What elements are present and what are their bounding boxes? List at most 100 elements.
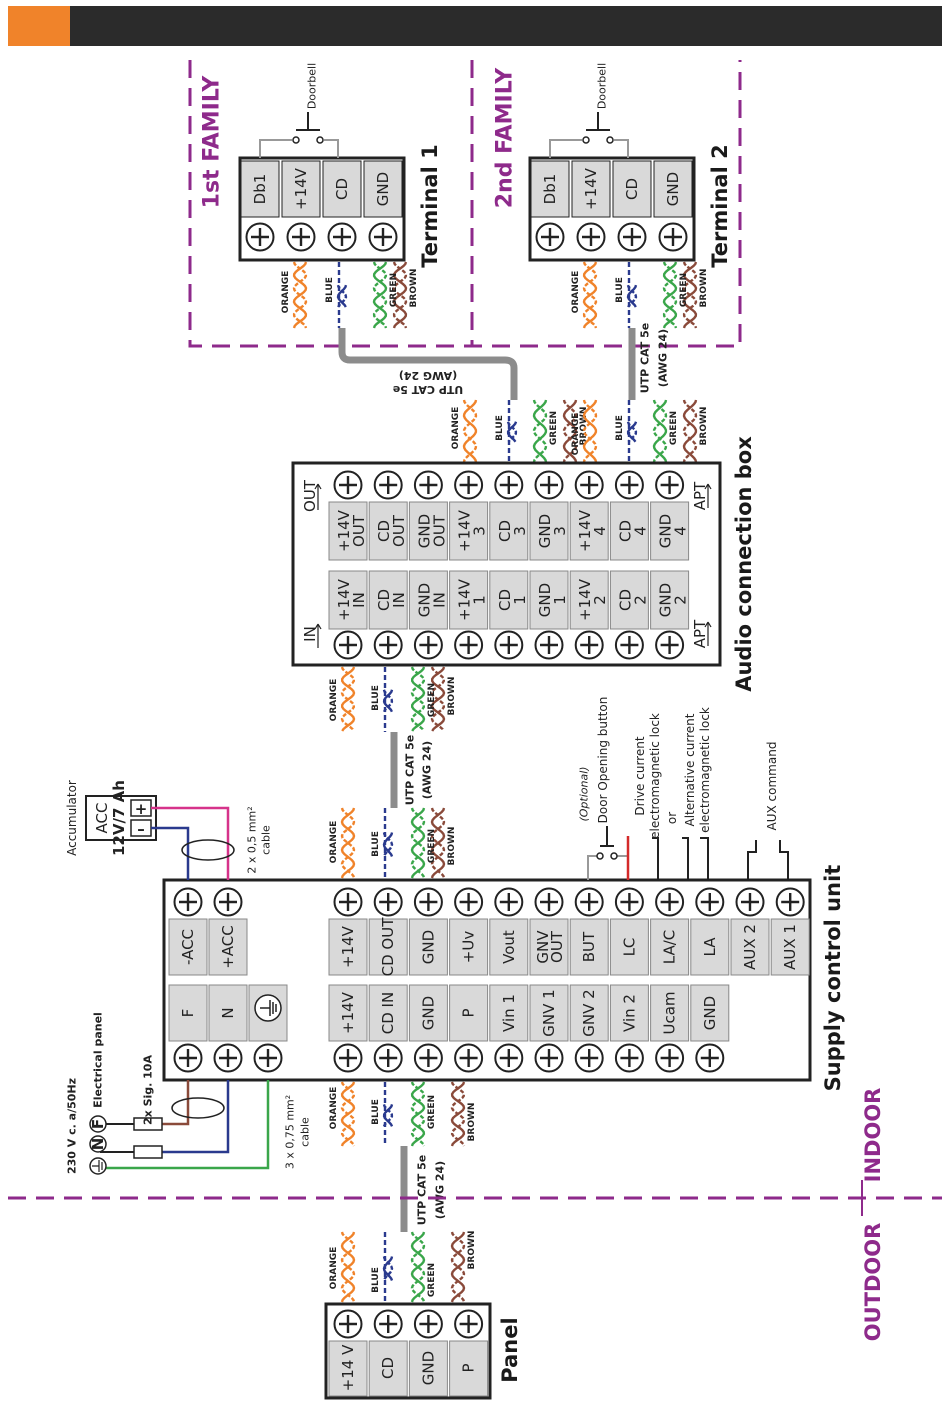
doorbell-wire — [259, 139, 339, 158]
supply-top-terminal — [529, 918, 569, 976]
wire-brown-b — [450, 1081, 466, 1147]
supply-top-label: +Uv — [460, 931, 478, 964]
wire-brown-a — [430, 807, 446, 879]
supply-bottom-terminal — [569, 984, 609, 1042]
cable-awg-bottom: (AWG 24) — [434, 1161, 447, 1219]
wire-green-b — [652, 399, 668, 463]
wire-label-orange: ORANGE — [329, 679, 339, 722]
supply-top-terminal — [609, 918, 649, 976]
audio-top-label-2: 3 — [551, 526, 569, 536]
audio-top-label-1: CD — [496, 520, 514, 542]
wire-label-green: GREEN — [549, 411, 559, 445]
supply-top-terminal — [770, 918, 810, 976]
wire-blue-b — [506, 421, 518, 443]
electrical-panel-label: Electrical panel — [92, 1012, 105, 1108]
supply-acc-terminal — [168, 918, 208, 976]
doorbell-contact — [582, 136, 590, 144]
supply-top-label: LA/C — [661, 930, 679, 965]
earth-symbol — [260, 1000, 277, 1016]
wire-brown-b — [450, 1231, 466, 1303]
wire-orange-b — [340, 1231, 356, 1303]
audio-top-label-1: CD — [375, 520, 393, 542]
supply-empty-slot — [730, 985, 808, 1041]
acc-minus-label: – — [137, 820, 145, 838]
cable-awg-t2: (AWG 24) — [657, 329, 670, 387]
terminal2-terminal-label: CD — [623, 178, 641, 200]
supply-bottom-label: GNV 1 — [540, 989, 558, 1036]
audio-top-label-1: +14V — [335, 509, 353, 552]
audio-bottom-label-2: 2 — [672, 595, 690, 605]
supply-bottom-terminal — [449, 984, 489, 1042]
fuse-icon — [133, 1117, 163, 1131]
panel-terminal-label: GND — [419, 1351, 437, 1385]
header-accent — [8, 6, 70, 46]
supply-bottom-terminal — [408, 984, 448, 1042]
terminal1-title: Terminal 1 — [418, 144, 442, 267]
supply-top-terminal — [650, 918, 690, 976]
audio-out-label: OUT — [301, 479, 319, 512]
wire-label-blue: BLUE — [371, 1267, 381, 1293]
supply-top-terminal — [328, 918, 368, 976]
audio-bottom-label-1: CD — [616, 589, 634, 611]
supply-top-terminal — [449, 918, 489, 976]
audio-top-terminal — [650, 501, 690, 561]
button-contact — [610, 852, 618, 860]
doorbell-contact — [316, 136, 324, 144]
wire-blue-a — [382, 832, 394, 857]
wire-orange-a — [340, 807, 356, 879]
audio-top-label-2: 4 — [591, 526, 609, 536]
audio-top-label-2: 4 — [631, 526, 649, 536]
wire-brown-b — [562, 399, 578, 463]
supply-bottom-terminal — [489, 984, 529, 1042]
supply-top-label: Vout — [500, 930, 518, 964]
wire-label-green: GREEN — [427, 1263, 437, 1297]
acc-cable-label: cable — [260, 825, 273, 855]
wire-blue-a — [382, 1256, 394, 1281]
wire-label-blue: BLUE — [495, 415, 505, 441]
supply-bottom-terminal — [368, 984, 408, 1042]
terminal2-terminal-label: Db1 — [541, 174, 559, 205]
audio-bottom-label-2: IN — [350, 592, 368, 608]
supply-unit-title: Supply control unit — [821, 865, 845, 1092]
audio-top-label-2: OUT — [430, 514, 448, 547]
wire-label-brown: BROWN — [409, 269, 419, 308]
supply-bottom-label: Vin 1 — [500, 994, 518, 1032]
wire-blue-b — [626, 421, 638, 443]
mains-f-icon — [89, 1115, 107, 1133]
wire-label-blue: BLUE — [371, 1099, 381, 1125]
cable-ring — [181, 839, 235, 861]
supply-top-label: AUX 2 — [741, 924, 759, 970]
wire-label-green: GREEN — [427, 1095, 437, 1129]
audio-bottom-terminal — [408, 570, 448, 630]
wire-orange-b — [292, 261, 308, 329]
wire-brown-b — [430, 666, 445, 732]
audio-bottom-label-2: IN — [430, 592, 448, 608]
supply-top-terminal — [569, 918, 609, 976]
audio-top-label-1: GND — [415, 514, 433, 548]
audio-top-label-1: GND — [657, 514, 675, 548]
wire-green-a — [652, 399, 668, 463]
panel-terminal — [449, 1340, 489, 1397]
family-2-label: 2nd FAMILY — [493, 67, 518, 209]
arrow-up-icon — [314, 623, 322, 648]
earth-symbol — [92, 1160, 103, 1172]
audio-bottom-label-1: CD — [496, 589, 514, 611]
wire-mains-earth — [100, 1080, 270, 1170]
audio-bottom-terminal — [650, 570, 690, 630]
terminal1-terminal-label: GND — [374, 172, 392, 206]
wire-label-green: GREEN — [389, 273, 399, 307]
doorbell-label: Doorbell — [596, 63, 609, 109]
audio-top-label-2: 3 — [511, 526, 529, 536]
audio-top-terminal — [569, 501, 609, 561]
doorbell-contact — [292, 136, 300, 144]
audio-bottom-label-2: IN — [390, 592, 408, 608]
drive-current-lock-label: electromagnetic lock — [648, 713, 662, 839]
door-button-label: Door Opening button — [596, 697, 610, 824]
supply-mains-label: F — [179, 1009, 197, 1018]
audio-top-terminal — [529, 501, 569, 561]
wire-orange-b — [340, 666, 355, 732]
door-button-icon — [600, 826, 614, 847]
cable-type-bottom: UTP CAT 5e — [416, 1155, 429, 1226]
audio-bottom-label-1: CD — [375, 589, 393, 611]
supply-bottom-terminal — [529, 984, 569, 1042]
